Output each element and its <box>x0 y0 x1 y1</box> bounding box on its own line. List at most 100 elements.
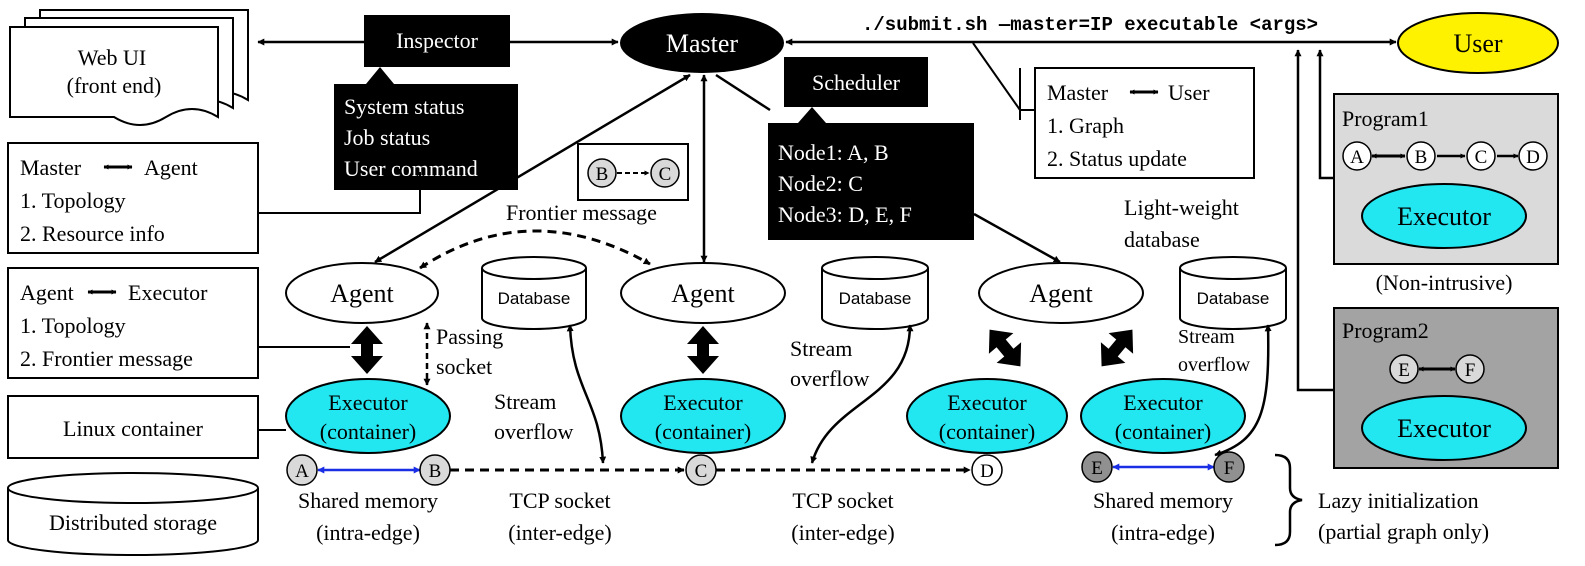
inspector-item-job-status: Job status <box>344 125 430 150</box>
passing-socket-line1: Passing <box>436 324 503 349</box>
program1-title: Program1 <box>1342 106 1429 131</box>
master-user-right: User <box>1168 80 1210 105</box>
lazy-brace <box>1274 453 1303 547</box>
master-user-item-status: 2. Status update <box>1047 146 1187 171</box>
agent-1-label: Agent <box>330 279 394 308</box>
agent-2: Agent <box>620 262 786 324</box>
scheduler-title: Scheduler <box>812 70 901 95</box>
stream-overflow-links <box>566 324 1272 464</box>
stream-overflow-2-line2: overflow <box>790 366 870 391</box>
non-intrusive-label: (Non-intrusive) <box>1376 270 1513 295</box>
database-3: Database <box>1179 256 1287 330</box>
node-f: F <box>1213 451 1245 483</box>
passing-socket-line2: socket <box>436 354 492 379</box>
node-a: A <box>286 454 318 486</box>
frontier-label: Frontier message <box>506 200 657 225</box>
master-user-item-graph: 1. Graph <box>1047 113 1124 138</box>
executor-1-line1: Executor <box>328 390 408 415</box>
user-node: User <box>1397 12 1559 74</box>
program2-executor: Executor <box>1397 414 1491 443</box>
master-user-box: Master User 1. Graph 2. Status update <box>1034 67 1255 179</box>
web-ui-pages: Web UI (front end) <box>9 9 249 126</box>
node-a-label: A <box>295 461 309 482</box>
lazy-line2: (partial graph only) <box>1318 519 1489 544</box>
lightweight-db-line1: Light-weight <box>1124 195 1239 220</box>
node-b-label: B <box>429 461 442 482</box>
program2-node-e: E <box>1398 360 1410 381</box>
web-ui-title: Web UI <box>78 45 146 70</box>
lazy-line1: Lazy initialization <box>1318 488 1479 513</box>
shared-memory-2: Shared memory <box>1093 488 1233 513</box>
agent-2-label: Agent <box>671 279 735 308</box>
node-c-label: C <box>695 461 708 482</box>
submit-command: ./submit.sh —master=IP executable <args> <box>862 14 1318 36</box>
bottom-edges <box>317 463 1215 474</box>
program1-node-a: A <box>1350 147 1364 168</box>
agent-executor-item-frontier: 2. Frontier message <box>20 346 193 371</box>
inspector-title-box <box>364 15 510 67</box>
stream-overflow-1-line1: Stream <box>494 389 556 414</box>
executor-2-line1: Executor <box>663 390 743 415</box>
executor-3-line1: Executor <box>947 390 1027 415</box>
agent-3: Agent <box>978 262 1144 324</box>
master-agent-item-topology: 1. Topology <box>20 188 126 213</box>
program2-node-f: F <box>1465 360 1476 381</box>
frontier-from: B <box>596 164 609 185</box>
node-e-label: E <box>1091 458 1103 479</box>
shared-memory-1: Shared memory <box>298 488 438 513</box>
stream-overflow-1-line2: overflow <box>494 419 574 444</box>
stream-overflow-3-line1: Stream <box>1178 326 1235 348</box>
master-user-left: Master <box>1047 80 1109 105</box>
tcp-socket-1: TCP socket <box>509 488 610 513</box>
inspector-item-user-command: User command <box>344 156 478 181</box>
executor-4-line2: (container) <box>1115 419 1212 444</box>
program1-node-b: B <box>1415 147 1428 168</box>
web-ui-subtitle: (front end) <box>67 73 162 98</box>
agent-3-label: Agent <box>1029 279 1093 308</box>
database-1: Database <box>481 256 587 330</box>
master-agent-left: Master <box>20 155 82 180</box>
agent-executor-left: Agent <box>20 280 74 305</box>
node-d-label: D <box>980 461 994 482</box>
program1-node-d: D <box>1526 147 1540 168</box>
intra-edge-2: (intra-edge) <box>1111 520 1215 545</box>
agent-executor-right: Executor <box>128 280 208 305</box>
program1-node-c: C <box>1475 147 1488 168</box>
executor-4-line1: Executor <box>1123 390 1203 415</box>
intra-edge-1: (intra-edge) <box>316 520 420 545</box>
linux-container-box: Linux container <box>7 395 259 459</box>
program2: Program2 E F Executor <box>1333 307 1559 469</box>
inspector-item-system-status: System status <box>344 94 464 119</box>
program2-title: Program2 <box>1342 318 1429 343</box>
agent-executor-item-topology: 1. Topology <box>20 313 126 338</box>
database-2-label: Database <box>839 289 912 308</box>
node-c: C <box>685 454 717 486</box>
frontier-to: C <box>659 164 672 185</box>
node-f-label: F <box>1224 458 1235 479</box>
frontier-message: B C Frontier message <box>419 143 689 270</box>
program-connectors <box>1294 49 1334 392</box>
scheduler-item-node1: Node1: A, B <box>778 140 889 165</box>
master-label: Master <box>666 29 739 58</box>
distributed-storage-cylinder: Distributed storage <box>7 472 259 556</box>
master-agent-item-resource: 2. Resource info <box>20 221 165 246</box>
master-agent-links <box>374 73 1061 264</box>
linux-container-label: Linux container <box>63 416 204 441</box>
inspector-title: Inspector <box>396 28 479 53</box>
lightweight-db-line2: database <box>1124 227 1200 252</box>
program1-executor: Executor <box>1397 202 1491 231</box>
scheduler-item-node2: Node2: C <box>778 171 863 196</box>
node-d: D <box>971 454 1003 486</box>
stream-overflow-2-line1: Stream <box>790 336 852 361</box>
executor-1: Executor (container) <box>285 378 451 454</box>
agent-executor-thick-links <box>351 326 1134 374</box>
database-3-label: Database <box>1197 289 1270 308</box>
program1: Program1 A B C D Executor <box>1333 93 1559 265</box>
database-2: Database <box>821 256 929 330</box>
executor-4: Executor (container) <box>1080 378 1246 454</box>
distributed-storage-label: Distributed storage <box>49 510 217 535</box>
scheduler-item-node3: Node3: D, E, F <box>778 202 912 227</box>
node-b: B <box>419 454 451 486</box>
